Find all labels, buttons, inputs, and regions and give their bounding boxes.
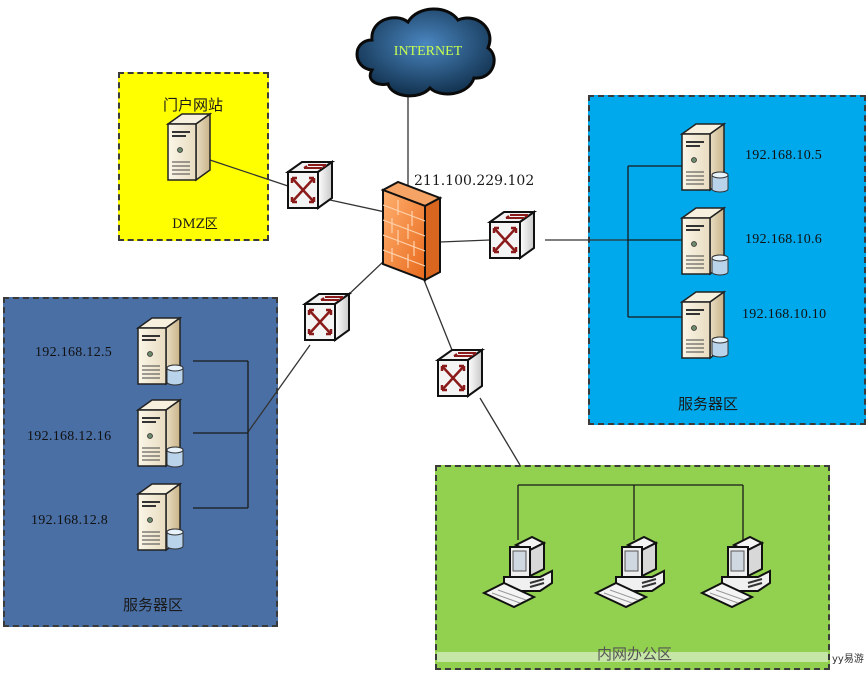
server-zone-right-label: 服务器区 xyxy=(678,395,739,413)
server-left-2-ip: 192.168.12.16 xyxy=(27,429,112,444)
server-bus-left xyxy=(193,360,249,509)
switch-dmz-icon xyxy=(286,160,334,210)
database-icon xyxy=(166,364,184,386)
dmz-zone-label: DMZ区 xyxy=(172,217,218,232)
server-zone-left-label: 服务器区 xyxy=(123,596,184,614)
internet-cloud-icon: INTERNET xyxy=(355,7,496,98)
database-icon xyxy=(711,171,729,193)
pc-1-icon xyxy=(483,536,553,608)
dmz-server-icon xyxy=(167,113,211,181)
database-icon xyxy=(711,336,729,358)
internet-ip-label: 211.100.229.102 xyxy=(414,173,535,189)
link-switch-firewall xyxy=(329,199,386,213)
link-firewall-switch-right xyxy=(439,239,491,243)
office-bus xyxy=(517,484,744,540)
pc-2-icon xyxy=(595,536,665,608)
switch-right-icon xyxy=(488,210,536,260)
dmz-title: 门户网站 xyxy=(163,96,224,114)
server-bus-right xyxy=(627,165,682,318)
server-right-2-ip: 192.168.10.6 xyxy=(745,232,823,247)
office-zone-label-band xyxy=(437,652,828,662)
link-switch-office-zone xyxy=(479,397,521,466)
link-firewall-switch-office xyxy=(419,269,453,351)
switch-left-icon xyxy=(303,292,351,342)
server-right-3-ip: 192.168.10.10 xyxy=(742,307,827,322)
database-icon xyxy=(711,254,729,276)
link-switch-server-zone-left xyxy=(247,344,311,433)
watermark: yy易游 xyxy=(832,654,864,665)
server-left-3-ip: 192.168.12.8 xyxy=(31,513,109,528)
link-dmz-switch xyxy=(209,159,301,191)
internet-label: INTERNET xyxy=(394,44,463,59)
server-right-1-ip: 192.168.10.5 xyxy=(745,148,823,163)
server-left-1-ip: 192.168.12.5 xyxy=(35,345,113,360)
database-icon xyxy=(166,528,184,550)
switch-office-icon xyxy=(436,348,484,398)
link-firewall-switch-left xyxy=(344,259,386,299)
connection-lines xyxy=(193,90,744,540)
firewall-icon xyxy=(380,180,443,282)
database-icon xyxy=(166,446,184,468)
office-zone-label: 内网办公区 xyxy=(597,645,673,663)
pc-3-icon xyxy=(701,536,771,608)
